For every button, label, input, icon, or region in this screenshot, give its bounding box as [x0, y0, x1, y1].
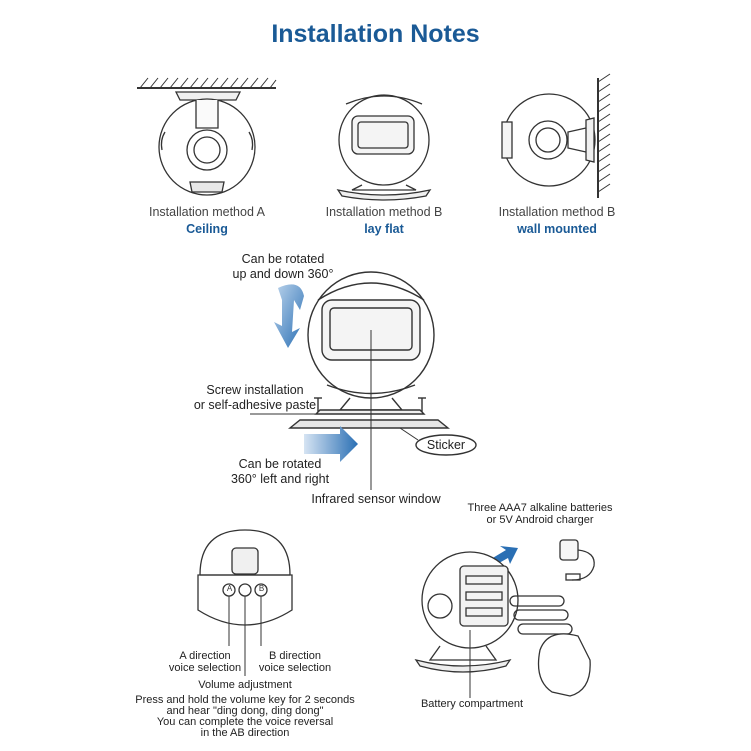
- method-c-name: wall mounted: [517, 222, 597, 236]
- a-direction-callout: A direction voice selection: [150, 650, 260, 674]
- method-c-label: Installation method B: [498, 205, 616, 219]
- rotate-vertical-line-1: Can be rotated: [241, 252, 325, 266]
- main-device-illustration: [250, 271, 477, 490]
- screw-line-2: or self-adhesive paste: [193, 398, 317, 412]
- method-b-label: Installation method B: [325, 205, 443, 219]
- reversal-line-4: in the AB direction: [200, 727, 290, 739]
- b-direction-callout: B direction voice selection: [240, 650, 350, 674]
- b-direction-line-2: voice selection: [258, 662, 332, 674]
- rotate-vertical-arrow-icon: [274, 284, 304, 348]
- page-title: Installation Notes: [271, 20, 480, 48]
- screw-callout: Screw installation or self-adhesive past…: [165, 383, 345, 413]
- b-direction-line-1: B direction: [269, 650, 321, 662]
- method-a-name: Ceiling: [186, 222, 228, 236]
- rotate-horizontal-line-1: Can be rotated: [238, 457, 322, 471]
- reversal-line-3: You can complete the voice reversal: [156, 716, 334, 728]
- reversal-line-2: and hear "ding dong, ding dong": [166, 705, 324, 717]
- reversal-line-1: Press and hold the volume key for 2 seco…: [135, 694, 355, 706]
- rotate-horizontal-arrow-icon: [304, 426, 358, 462]
- wall-mount-illustration: [501, 73, 611, 198]
- lay-flat-illustration: [336, 94, 432, 201]
- battery-compartment-illustration: [414, 539, 595, 698]
- rotate-horizontal-callout: Can be rotated 360° left and right: [205, 457, 355, 487]
- rotate-vertical-callout: Can be rotated up and down 360°: [208, 252, 358, 282]
- battery-compartment-callout: Battery compartment: [420, 698, 524, 710]
- batteries-line-2: or 5V Android charger: [486, 514, 594, 526]
- sticker-callout: Sticker: [426, 438, 466, 452]
- batteries-callout: Three AAA7 alkaline batteries or 5V Andr…: [455, 502, 625, 526]
- a-button-letter: A: [226, 584, 233, 593]
- rotate-vertical-line-2: up and down 360°: [232, 267, 334, 281]
- batteries-line-1: Three AAA7 alkaline batteries: [467, 502, 613, 514]
- b-button-letter: B: [258, 584, 265, 593]
- a-direction-line-1: A direction: [179, 650, 231, 662]
- ceiling-mount-illustration: [137, 77, 277, 196]
- screw-line-1: Screw installation: [206, 383, 304, 397]
- button-panel-illustration: [197, 529, 293, 676]
- a-direction-line-2: voice selection: [168, 662, 242, 674]
- method-b-name: lay flat: [364, 222, 404, 236]
- sensor-window-callout: Infrared sensor window: [311, 492, 441, 506]
- method-a-label: Installation method A: [148, 205, 266, 219]
- reversal-callout: Press and hold the volume key for 2 seco…: [120, 695, 370, 739]
- volume-callout: Volume adjustment: [198, 679, 292, 691]
- rotate-horizontal-line-2: 360° left and right: [230, 472, 330, 486]
- volume-button: [238, 583, 252, 597]
